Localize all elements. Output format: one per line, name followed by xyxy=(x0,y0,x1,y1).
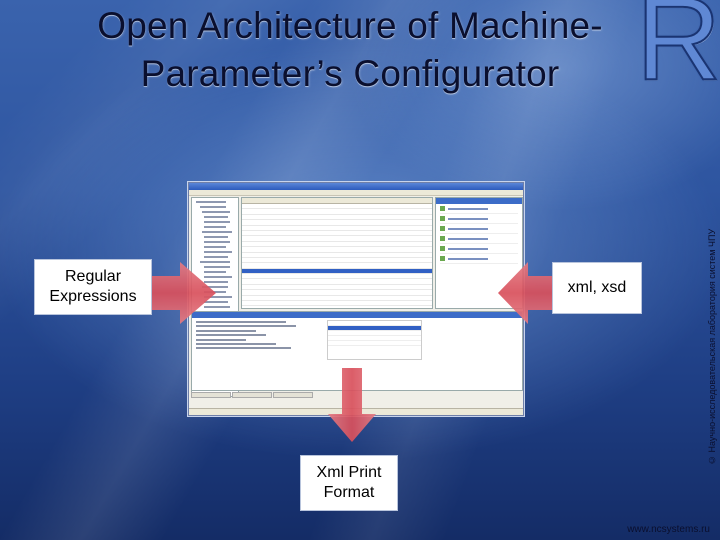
xml-xsd-label: xml, xsd xyxy=(552,262,642,314)
slide-title-line1: Open Architecture of Machine- xyxy=(97,5,603,46)
down-arrow xyxy=(328,368,376,442)
screenshot-titlebar xyxy=(189,183,523,190)
xml-print-format-line1: Xml Print xyxy=(316,464,382,481)
screenshot-menubar xyxy=(189,190,523,196)
xml-print-format-label: Xml Print Format xyxy=(300,455,398,511)
regular-expressions-label: Regular Expressions xyxy=(34,259,152,315)
screenshot-tabs xyxy=(191,392,391,398)
xml-xsd-text: xml, xsd xyxy=(567,279,627,296)
right-arrow xyxy=(498,262,562,324)
side-credit: © Научно-исследовательская лаборатория с… xyxy=(707,228,717,465)
xml-print-format-line2: Format xyxy=(323,484,375,501)
regular-expressions-line1: Regular xyxy=(64,268,122,285)
screenshot-parameter-grid xyxy=(241,197,433,309)
slide-title-line2: Parameter’s Configurator xyxy=(140,53,560,94)
regular-expressions-line2: Expressions xyxy=(49,288,137,305)
slide-title: Open Architecture of Machine- Parameter’… xyxy=(60,2,640,98)
footer-url[interactable]: www.ncsystems.ru xyxy=(627,524,710,535)
lab-logo: R xyxy=(635,0,720,105)
left-arrow xyxy=(140,262,216,324)
screenshot-property-panel xyxy=(435,197,523,309)
